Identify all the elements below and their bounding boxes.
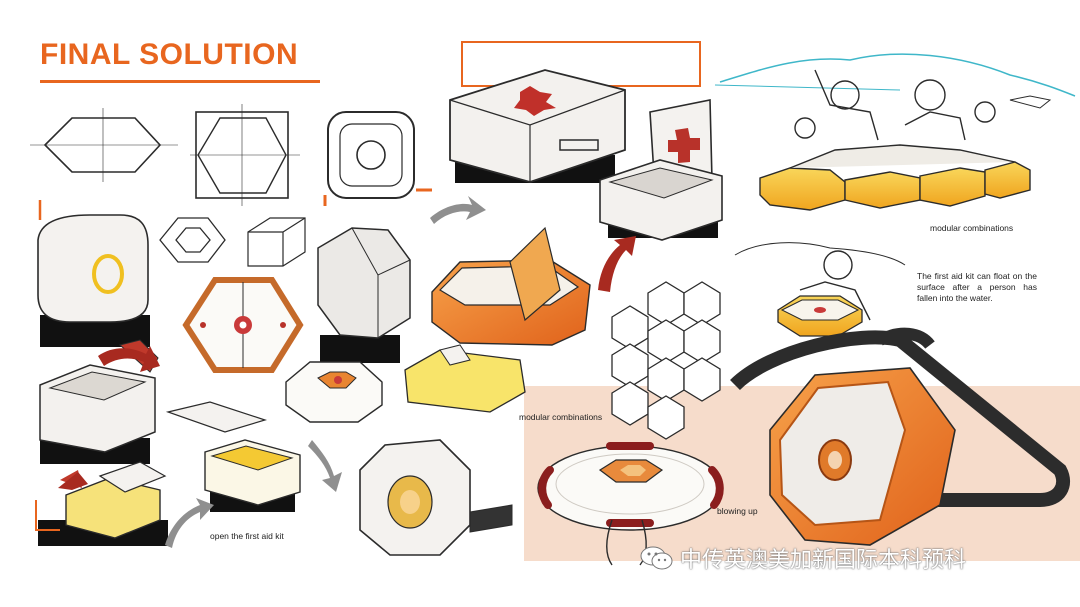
wechat-icon (640, 546, 673, 570)
yellow-tray-box (35, 461, 168, 546)
box-with-compartments (39, 339, 159, 464)
large-orange-kit-with-strap (730, 327, 1071, 546)
box-wireframe-sketch (247, 217, 306, 267)
arrow-icon (165, 196, 486, 548)
hexagon-outline-sketch (30, 108, 178, 182)
hexagon-kit-front-view (182, 277, 304, 373)
capsule-kit-sketch (37, 200, 150, 347)
first-aid-box-closed (449, 41, 701, 183)
title-underline (40, 80, 320, 83)
hexagon-raft-modules (759, 144, 1031, 211)
inflatable-ring-with-kit (537, 442, 724, 566)
people-floating-scene (714, 53, 1076, 141)
yellow-compartment-tray (404, 344, 526, 413)
page-title: FINAL SOLUTION (40, 38, 299, 71)
watermark: 中传英澳美加新国际本科预科 (640, 542, 966, 574)
opening-lid-sequence (165, 401, 301, 512)
note-modular-combinations-bottom: modular combinations (519, 412, 603, 422)
note-modular-combinations-top: modular combinations (930, 223, 1014, 233)
first-aid-box-open (599, 99, 723, 241)
orange-hexagon-box-open (431, 226, 591, 346)
honeycomb-module-grid (611, 281, 721, 440)
note-open-kit: open the first aid kit (210, 531, 284, 541)
hexagon-in-square-sketch (190, 104, 300, 206)
note-float-description: The first aid kit can float on the surfa… (917, 271, 1037, 303)
watermark-text: 中传英澳美加新国际本科预科 (680, 548, 967, 573)
note-blowing-up: blowing up (717, 506, 758, 516)
kit-with-strap-side-view (359, 439, 513, 556)
person-with-floating-kit (734, 242, 906, 337)
hexagon-prism-sketch (317, 227, 411, 363)
rounded-square-kit-sketch (323, 111, 432, 206)
small-hexagon-sketch (159, 217, 226, 263)
white-hexagon-lid (285, 361, 383, 423)
red-arrow-icon (58, 236, 636, 490)
